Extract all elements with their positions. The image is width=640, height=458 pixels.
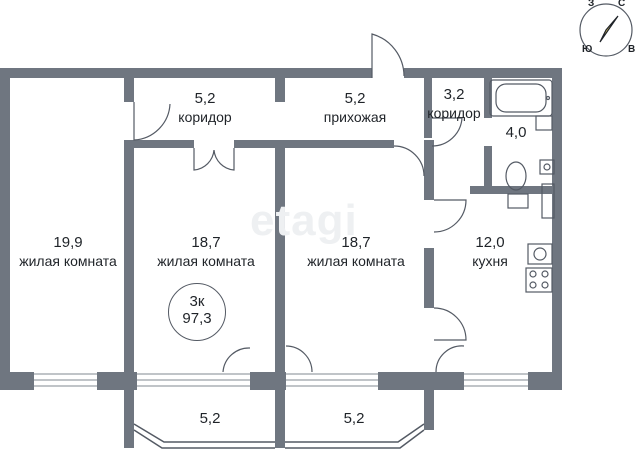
room-area: 5,2 [343,410,365,427]
room-name: коридор [178,109,232,125]
room-corridor-small: 3,2 коридор [418,86,490,122]
room-name: жилая комната [307,253,405,269]
room-hall: 5,2 прихожая [300,90,410,126]
room-name: жилая комната [157,253,255,269]
room-balcony-left: 5,2 [170,410,250,428]
watermark: etagi [250,196,358,245]
room-name: жилая комната [19,253,117,269]
room-kitchen: 12,0 кухня [440,234,540,270]
room-living-right: 18,7 жилая комната [286,234,426,270]
total-area: 97,3 [182,310,212,327]
compass-west: З [588,0,595,9]
rooms-count: 3к [189,293,205,310]
room-name: коридор [427,105,481,121]
room-living-middle: 18,7 жилая комната [136,234,276,270]
doors [133,33,467,373]
room-area: 12,0 [475,234,505,251]
compass-east: В [628,44,636,55]
room-area: 3,2 [443,86,465,103]
room-area: 18,7 [341,234,371,251]
room-area: 4,0 [505,124,527,141]
room-name: кухня [472,253,508,269]
compass-rose [579,3,633,57]
compass-north: С [618,0,626,9]
room-balcony-right: 5,2 [314,410,394,428]
room-name: прихожая [323,109,387,125]
windows [34,373,528,387]
fixtures [489,79,555,293]
room-area: 5,2 [344,90,366,107]
room-area: 5,2 [199,410,221,427]
room-bathroom: 4,0 [494,124,538,142]
apartment-summary-badge: 3к 97,3 [168,283,226,341]
room-area: 18,7 [191,234,221,251]
balconies [133,423,425,449]
compass-south: Ю [582,44,593,55]
room-area: 19,9 [53,234,83,251]
room-corridor-top: 5,2 коридор [150,90,260,126]
room-area: 5,2 [194,90,216,107]
room-living-left: 19,9 жилая комната [10,234,126,270]
